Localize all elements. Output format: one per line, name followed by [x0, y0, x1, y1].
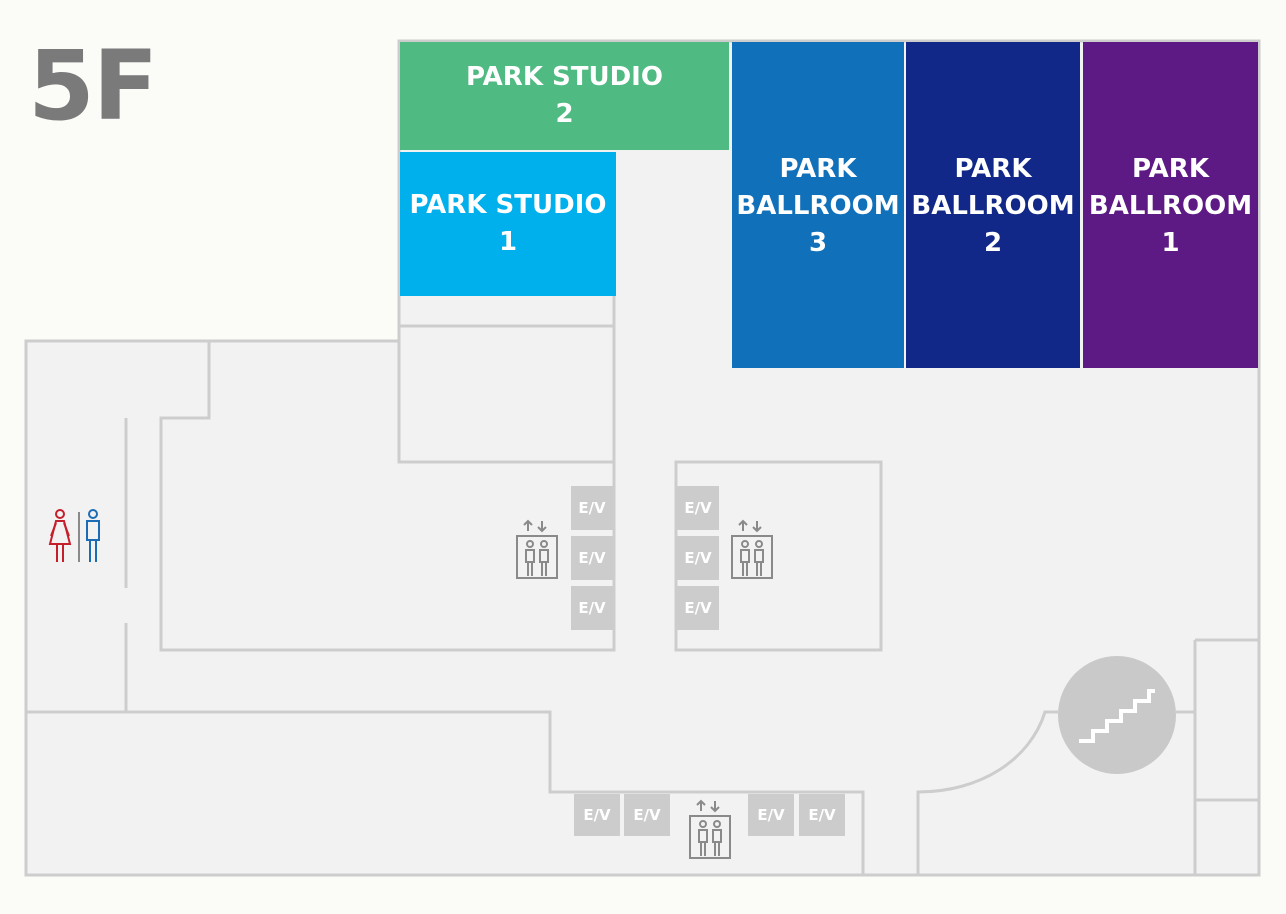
elevator-block: E/V — [677, 486, 719, 530]
room-number: 2 — [983, 228, 1003, 258]
elevator-block: E/V — [799, 794, 845, 836]
room-name: PARK — [954, 154, 1032, 184]
elevator-block: E/V — [624, 794, 670, 836]
room-name: PARK STUDIO — [409, 190, 607, 220]
interior-walls — [26, 160, 1259, 875]
stairs-icon — [1058, 656, 1176, 774]
room-park-ballroom-2[interactable]: PARK BALLROOM 2 — [906, 42, 1080, 368]
room-name: PARK — [779, 154, 857, 184]
elevator-block: E/V — [574, 794, 620, 836]
elevator-block: E/V — [571, 486, 613, 530]
room-number: 2 — [555, 99, 574, 129]
elevator-block: E/V — [571, 586, 613, 630]
elevator-block: E/V — [677, 536, 719, 580]
room-name-2: BALLROOM — [736, 191, 900, 221]
room-park-ballroom-1[interactable]: PARK BALLROOM 1 — [1083, 42, 1258, 368]
room-number: 3 — [808, 228, 828, 258]
room-name: PARK — [1132, 154, 1209, 184]
elevator-block: E/V — [677, 586, 719, 630]
room-name-2: BALLROOM — [911, 191, 1075, 221]
room-park-ballroom-3[interactable]: PARK BALLROOM 3 — [732, 42, 904, 368]
elevator-icon — [516, 519, 558, 579]
floor-label: 5F — [28, 30, 158, 142]
room-name-2: BALLROOM — [1088, 191, 1253, 221]
room-park-studio-2[interactable]: PARK STUDIO 2 — [400, 42, 729, 150]
room-number: 1 — [498, 227, 518, 257]
room-park-studio-1[interactable]: PARK STUDIO 1 — [400, 152, 616, 296]
room-number: 1 — [1161, 228, 1180, 258]
elevator-icon — [731, 519, 773, 579]
elevator-icon — [689, 799, 731, 859]
room-name: PARK STUDIO — [466, 62, 663, 92]
elevator-block: E/V — [748, 794, 794, 836]
elevator-block: E/V — [571, 536, 613, 580]
restroom-icon — [48, 509, 100, 562]
